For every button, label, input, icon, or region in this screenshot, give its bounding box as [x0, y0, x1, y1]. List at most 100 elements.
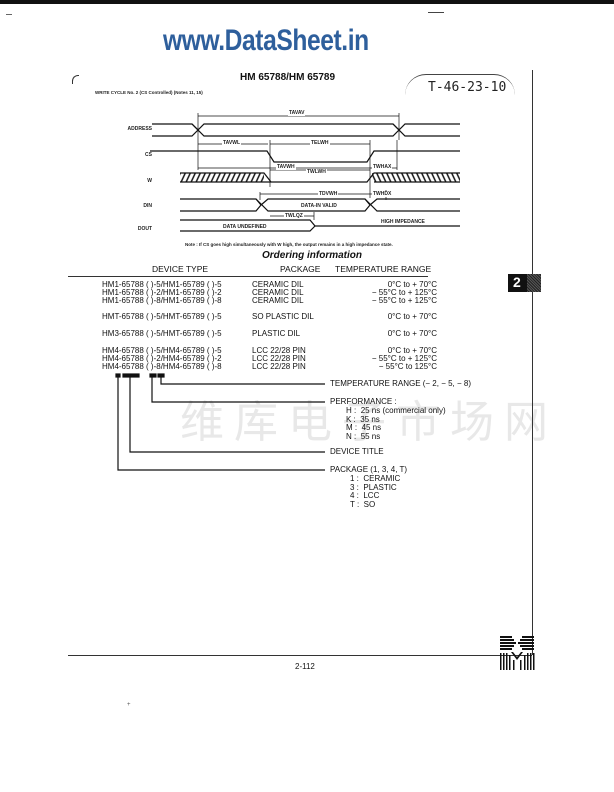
package: SO PLASTIC DIL: [252, 312, 314, 321]
bracket-line-performance: [151, 377, 325, 403]
package: CERAMIC DIL: [252, 280, 304, 289]
timing-diagram: [150, 113, 460, 232]
pkg-code: 3 :: [350, 482, 359, 492]
matra-harris-logo: [500, 636, 535, 670]
timing-param-tavwl: TAVWL: [222, 140, 242, 146]
perf-code: N :: [346, 431, 357, 441]
pkg-value: LCC: [363, 491, 380, 500]
pkg-value: PLASTIC: [363, 482, 397, 492]
device-type: HM1-65788 ( )-8/HM1-65789 ( )-8: [102, 296, 222, 305]
temperature-range: − 55°C to + 125°C: [371, 288, 437, 297]
device-type: HM3-65788 ( )-5/HMT-65789 ( )-5: [102, 329, 222, 338]
bracket-line-package: [117, 377, 325, 471]
perf-value: 35 ns: [360, 414, 380, 424]
bracket-marker-performance: [149, 373, 157, 378]
frame-right-border: [532, 70, 533, 655]
tab-texture: [527, 274, 541, 292]
timing-param-twhax: TWHAX: [372, 164, 393, 170]
high-impedance-label: HIGH IMPEDANCE: [381, 219, 425, 225]
timing-param-tavwh: TAVWH: [276, 164, 296, 170]
ordering-title: Ordering information: [262, 250, 362, 261]
package: PLASTIC DIL: [252, 329, 301, 338]
device-type: HM4-65788 ( )-2/HM4-65789 ( )-2: [102, 354, 222, 363]
timing-param-twlwh: TWLWH: [306, 169, 327, 175]
pkg-code: T :: [350, 499, 360, 509]
bracket-marker-temperature: [157, 373, 165, 378]
signal-label-address: ADDRESS: [127, 126, 152, 132]
temperature-range: − 55°C to + 125°C: [371, 354, 437, 363]
diagram-subtitle: WRITE CYCLE No. 2 (CS Controlled) (Notes…: [95, 90, 203, 95]
perf-value: 25 ns (commercial only): [360, 406, 446, 415]
legend-temperature-range: TEMPERATURE RANGE (− 2, − 5, − 8): [330, 379, 471, 388]
section-tab-number: 2: [513, 274, 521, 290]
package: LCC 22/28 PIN: [252, 354, 306, 363]
frame-bottom-border: [68, 655, 532, 656]
signal-label-dout: DOUT: [137, 226, 152, 232]
bracket-line-temperature: [160, 377, 325, 385]
legend-performance: PERFORMANCE :: [330, 397, 397, 406]
timing-param-twlqz: TWLQZ: [284, 213, 304, 219]
w-hatch-left: [180, 173, 264, 182]
header-rule: [68, 276, 428, 277]
pkg-code: 4 :: [350, 491, 359, 500]
background-watermark: 维库电子市场网: [180, 397, 558, 448]
din-waveform: [364, 198, 460, 212]
temperature-range: 0°C to + 70°C: [387, 312, 437, 321]
page-number: 2-112: [295, 662, 315, 671]
device-type: HM4-65788 ( )-8/HM4-65789 ( )-8: [102, 362, 222, 371]
device-type: HM1-65788 ( )-5/HM1-65789 ( )-5: [102, 280, 222, 289]
pkg-value: SO: [363, 499, 376, 509]
timing-param-tavav: TAVAV: [288, 110, 306, 116]
perf-value: 45 ns: [361, 423, 382, 432]
stamp-code: T-46-23-10: [428, 80, 507, 95]
device-type: HM4-65788 ( )-5/HM4-65789 ( )-5: [102, 346, 222, 355]
scan-mark: [6, 14, 12, 15]
legend-package-items: 1 : CERAMIC 3 : PLASTIC 4 : LCC T : SO: [350, 474, 401, 509]
column-header-temperature: TEMPERATURE RANGE: [335, 264, 432, 274]
scan-top-edge: [0, 0, 614, 4]
w-hatch-right: [372, 173, 460, 182]
timing-note: Note : If CS goes high simultaneously wi…: [185, 242, 393, 247]
column-header-package: PACKAGE: [280, 264, 321, 274]
temperature-range: 0°C to + 70°C: [387, 329, 437, 338]
part-number-brackets: [115, 373, 325, 471]
perf-code: H :: [346, 406, 357, 415]
perf-value: 55 ns: [360, 431, 381, 441]
legend-performance-items: H : 25 ns (commercial only) K : 35 ns M …: [346, 406, 446, 441]
address-waveform: [392, 123, 460, 137]
legend-device-title: DEVICE TITLE: [330, 447, 384, 456]
timing-param-tdvwh: TDVWH: [318, 191, 339, 197]
pkg-code: 1 :: [350, 474, 359, 483]
perf-code: K :: [346, 414, 356, 424]
temperature-range: 0°C to + 70°C: [387, 346, 437, 355]
package: LCC 22/28 PIN: [252, 346, 306, 355]
scan-mark: [428, 12, 444, 13]
package: LCC 22/28 PIN: [252, 362, 306, 371]
dout-undefined-label: DATA UNDEFINED: [223, 224, 267, 230]
device-type: HMT-65788 ( )-5/HMT-65789 ( )-5: [102, 312, 222, 321]
column-header-device-type: DEVICE TYPE: [152, 264, 209, 274]
site-watermark: www.DataSheet.in: [163, 24, 369, 57]
bracket-marker-device: [122, 373, 140, 378]
legend-package: PACKAGE (1, 3, 4, T): [330, 465, 408, 474]
scan-speck: +: [127, 702, 131, 708]
document-title: HM 65788/HM 65789: [240, 72, 336, 83]
frame-corner: [72, 75, 79, 84]
stamp-outline: [405, 74, 515, 95]
pkg-value: CERAMIC: [363, 474, 401, 483]
bracket-marker-package: [115, 373, 121, 378]
package: CERAMIC DIL: [252, 296, 304, 305]
device-type: HM1-65788 ( )-2/HM1-65789 ( )-2: [102, 288, 222, 297]
temperature-range: 0°C to + 70°C: [387, 280, 437, 289]
cs-waveform: [150, 150, 460, 163]
timing-param-telwh: TELWH: [310, 140, 330, 146]
section-tab: 2: [508, 274, 541, 292]
timing-param-twhdx: TWHDX: [372, 191, 393, 197]
temperature-range: − 55°C to + 125°C: [371, 296, 437, 305]
din-valid-label: DATA-IN VALID: [301, 203, 337, 209]
signal-label-w: W: [147, 178, 152, 184]
signal-label-din: DIN: [143, 203, 152, 209]
perf-code: M :: [346, 423, 358, 432]
bracket-line-device: [129, 377, 325, 453]
temperature-range: − 55°C to 125°C: [378, 362, 437, 371]
